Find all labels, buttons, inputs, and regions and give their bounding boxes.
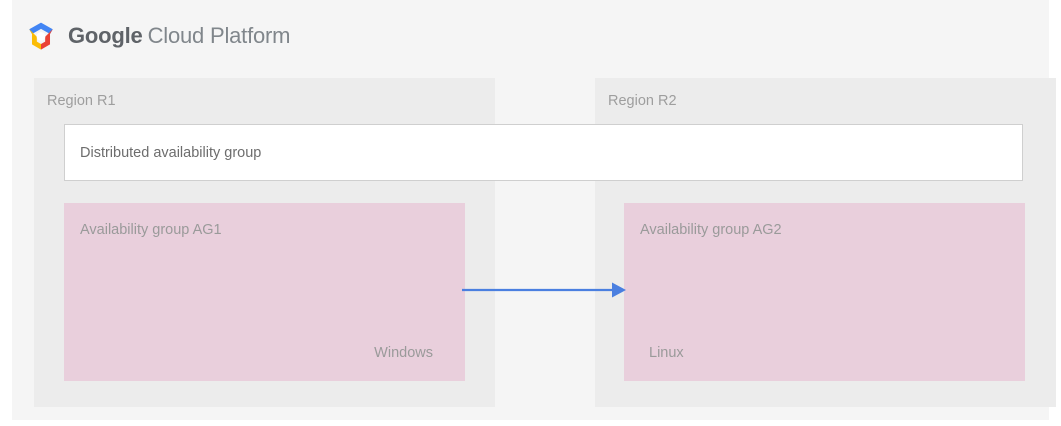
availability-group-box-ag1: Availability group AG1 Windows — [64, 203, 465, 381]
region-label-r1: Region R1 — [47, 93, 116, 109]
distributed-availability-group-box: Distributed availability group — [64, 124, 1023, 181]
availability-group-box-ag2: Availability group AG2 Linux — [624, 203, 1025, 381]
brand-name-primary: Google — [68, 23, 143, 48]
distributed-availability-group-label: Distributed availability group — [80, 144, 262, 161]
right-arrow-icon — [462, 282, 626, 298]
replication-arrow — [462, 278, 628, 302]
availability-group-os-ag1: Windows — [374, 345, 433, 361]
brand-name-suffix: Cloud Platform — [147, 23, 291, 48]
availability-group-os-ag2: Linux — [649, 345, 684, 361]
availability-group-label-ag2: Availability group AG2 — [640, 222, 782, 238]
region-label-r2: Region R2 — [608, 93, 677, 109]
google-cloud-platform-logo-icon — [24, 19, 58, 53]
availability-group-label-ag1: Availability group AG1 — [80, 222, 222, 238]
